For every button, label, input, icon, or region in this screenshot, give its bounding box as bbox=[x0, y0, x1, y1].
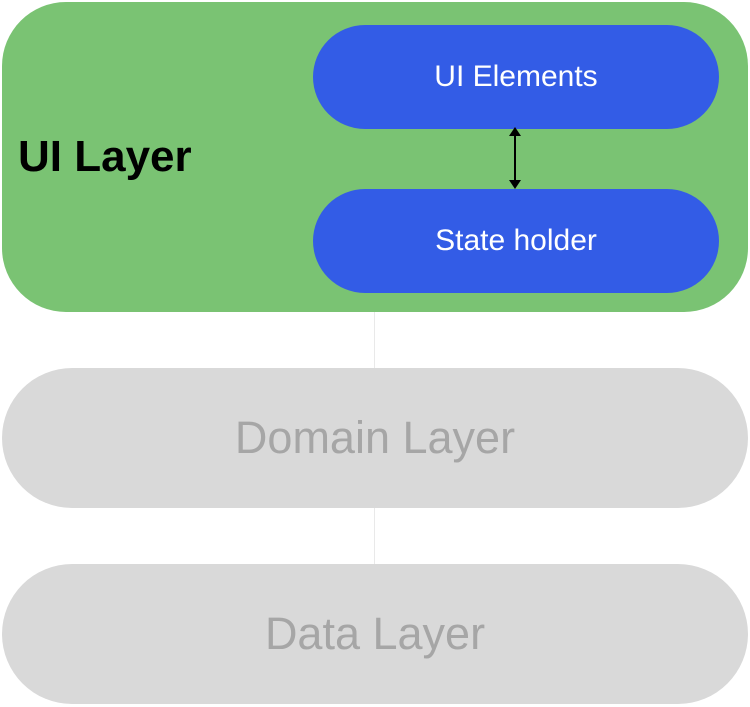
state-holder-pill: State holder bbox=[313, 189, 719, 293]
ui-elements-label: UI Elements bbox=[434, 60, 598, 93]
ui-elements-pill: UI Elements bbox=[313, 25, 719, 129]
data-layer-label: Data Layer bbox=[264, 608, 486, 659]
domain-layer-block: Domain Layer bbox=[2, 368, 748, 508]
state-holder-label: State holder bbox=[435, 224, 597, 257]
ui-layer-title: UI Layer bbox=[18, 132, 192, 181]
connector-line-bottom bbox=[374, 508, 375, 564]
connector-line-top bbox=[374, 312, 375, 368]
bidirectional-arrow-icon bbox=[509, 127, 521, 189]
data-layer-block: Data Layer bbox=[2, 564, 748, 704]
domain-layer-label: Domain Layer bbox=[234, 412, 516, 463]
